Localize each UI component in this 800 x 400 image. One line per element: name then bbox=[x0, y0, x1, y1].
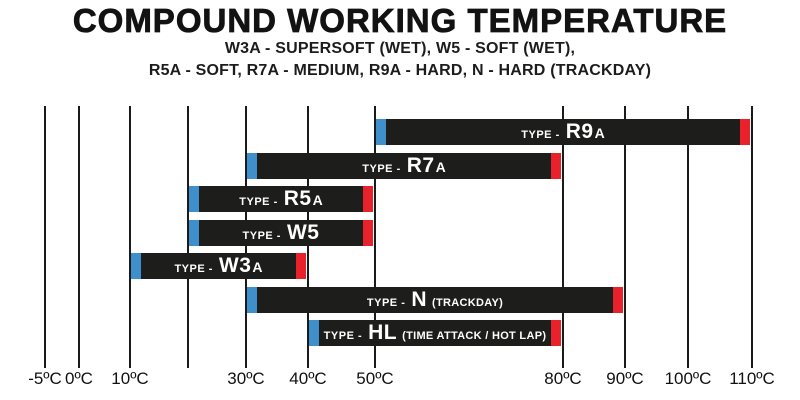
gridline-80 bbox=[562, 106, 564, 368]
cold-zone-cap-n bbox=[247, 286, 257, 313]
bar-label-note-n: (TRACKDAY) bbox=[432, 296, 504, 309]
bar-label-n: TYPE - N (TRACKDAY) bbox=[257, 287, 613, 313]
bar-label-name-r9a: R9 bbox=[565, 120, 594, 143]
gridline-100 bbox=[687, 106, 689, 368]
bar-label-name-r5a: R5 bbox=[283, 187, 312, 210]
gridline-20 bbox=[187, 106, 189, 368]
hot-zone-cap-r7a bbox=[551, 152, 561, 179]
bar-w5: TYPE - W5 bbox=[189, 219, 373, 246]
cold-zone-cap-w5 bbox=[189, 219, 199, 246]
chart-header: COMPOUND WORKING TEMPERATURE W3A - SUPER… bbox=[0, 2, 800, 82]
bar-label-note-hl: (TIME ATTACK / HOT LAP) bbox=[402, 330, 547, 342]
cold-zone-cap-hl bbox=[309, 320, 319, 346]
tick-label-90: 90ºC bbox=[606, 369, 644, 388]
cold-zone-cap-r7a bbox=[247, 152, 257, 179]
bar-hl: TYPE - HL (TIME ATTACK / HOT LAP) bbox=[309, 320, 561, 346]
gridline-110 bbox=[751, 106, 753, 368]
bar-label-suffix-r7a: A bbox=[435, 158, 446, 175]
bar-label-prefix-w3a: TYPE - bbox=[174, 263, 213, 275]
tick-label-0: 0ºC bbox=[65, 369, 93, 388]
tick-label-110: 110ºC bbox=[729, 369, 775, 388]
bar-label-w5: TYPE - W5 bbox=[199, 220, 363, 246]
bar-label-prefix-n: TYPE - bbox=[366, 296, 406, 309]
cold-zone-cap-r5a bbox=[189, 186, 199, 212]
cold-zone-cap-w3a bbox=[131, 253, 141, 279]
tick-label-100: 100ºC bbox=[664, 369, 712, 388]
bar-label-name-r7a: R7 bbox=[406, 153, 435, 177]
page-title: COMPOUND WORKING TEMPERATURE bbox=[72, 2, 728, 39]
hot-zone-cap-hl bbox=[551, 320, 561, 346]
gridline--5 bbox=[44, 106, 46, 368]
tick-label-80: 80ºC bbox=[544, 369, 582, 388]
bar-label-prefix-r9a: TYPE - bbox=[521, 129, 560, 141]
hot-zone-cap-r9a bbox=[740, 119, 750, 145]
subtitle-line-2: R5A - SOFT, R7A - MEDIUM, R9A - HARD, N … bbox=[148, 62, 652, 79]
hot-zone-cap-r5a bbox=[363, 186, 373, 212]
tick-label-40: 40ºC bbox=[289, 369, 327, 388]
bar-label-prefix-r5a: TYPE - bbox=[239, 196, 278, 208]
bar-label-name-w5: W5 bbox=[286, 220, 320, 244]
gridline-50 bbox=[374, 106, 376, 368]
subtitle-line-1: W3A - SUPERSOFT (WET), W5 - SOFT (WET), bbox=[224, 40, 576, 57]
hot-zone-cap-n bbox=[613, 286, 623, 313]
bar-label-suffix-r9a: A bbox=[594, 125, 605, 141]
bar-label-prefix-r7a: TYPE - bbox=[362, 162, 401, 175]
hot-zone-cap-w3a bbox=[296, 253, 306, 279]
bar-label-prefix-w5: TYPE - bbox=[242, 229, 281, 242]
bar-label-suffix-r5a: A bbox=[312, 192, 323, 208]
bar-label-prefix-hl: TYPE - bbox=[323, 330, 363, 342]
cold-zone-cap-r9a bbox=[376, 119, 386, 145]
bar-label-hl: TYPE - HL (TIME ATTACK / HOT LAP) bbox=[319, 320, 551, 346]
tick-label-30: 30ºC bbox=[227, 369, 265, 388]
bar-label-name-hl: HL bbox=[368, 321, 398, 344]
tick-label--5: -5ºC bbox=[28, 369, 62, 388]
bar-label-name-n: N bbox=[411, 287, 428, 311]
tick-label-10: 10ºC bbox=[111, 369, 149, 388]
gridline-0 bbox=[78, 106, 80, 368]
gridline-90 bbox=[624, 106, 626, 368]
bar-label-name-w3a: W3 bbox=[218, 254, 252, 277]
bar-label-suffix-w3a: A bbox=[252, 259, 263, 275]
bar-n: TYPE - N (TRACKDAY) bbox=[247, 286, 623, 313]
tick-label-50: 50ºC bbox=[356, 369, 394, 388]
gridline-10 bbox=[129, 106, 131, 368]
hot-zone-cap-w5 bbox=[363, 219, 373, 246]
